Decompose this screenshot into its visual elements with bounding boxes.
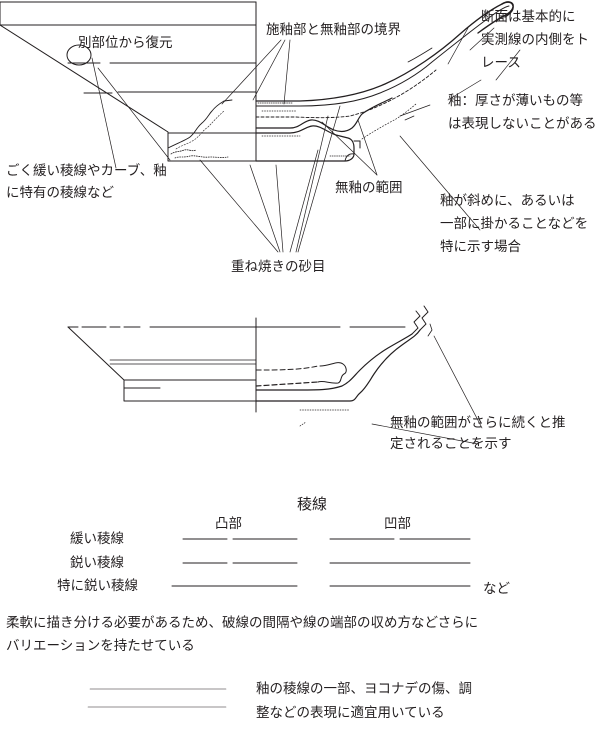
label-ridge-line1: ごく緩い稜線やカーブ、釉 [6,163,167,179]
ridge-legend-lines [171,538,471,587]
ridge-suffix-etc: など [483,581,510,597]
label-restored: 別部位から復元 [78,35,173,51]
bottom-legend-lines [87,688,227,708]
label-section-line1: 断面は基本的に [481,9,576,25]
note-flexible-line2: バリエーションを持たせている [6,638,195,654]
upper-leader-lines [91,27,521,253]
ridge-row-sharp: 鋭い稜線 [70,555,124,571]
label-diagonal-line1: 釉が斜めに、あるいは [440,193,575,209]
ridge-legend-title: 稜線 [297,495,328,513]
label-glaze-boundary: 施釉部と無釉部の境界 [266,22,401,38]
label-section-line2: 実測線の内側をト [481,32,589,48]
bottom-legend-desc-line1: 釉の稜線の一部、ヨコナデの傷、調 [256,681,472,697]
label-diagonal-line2: 一部に掛かることなどを [440,216,589,232]
label-unglazed-continue-line2: 定されることを示す [390,436,512,452]
label-sand-marks: 重ね焼きの砂目 [231,259,326,275]
bottom-legend-desc-line2: 整などの表現に適宜用いている [256,705,445,721]
label-thin-glaze-line2: は表現しないことがある [448,116,597,132]
ridge-col-concave: 凹部 [384,516,411,532]
ridge-row-very-sharp: 特に鋭い稜線 [57,578,138,594]
label-thin-glaze-line1: 釉：厚さが薄いもの等 [448,93,583,109]
label-section-line3: レース [481,55,521,71]
label-unglazed-area: 無釉の範囲 [335,180,403,196]
lower-bowl-drawing [67,305,433,427]
ridge-row-gentle: 緩い稜線 [70,531,124,547]
note-flexible-line1: 柔軟に描き分ける必要があるため、破線の間隔や線の端部の収め方などさらに [6,615,479,631]
ridge-col-convex: 凸部 [215,516,242,532]
upper-bowl-drawing [0,1,514,162]
label-diagonal-line3: 特に示す場合 [440,239,521,255]
label-unglazed-continue-line1: 無釉の範囲がさらに続くと推 [390,415,566,431]
label-ridge-line2: に特有の稜線など [6,185,114,201]
lower-leader-lines [371,335,483,445]
